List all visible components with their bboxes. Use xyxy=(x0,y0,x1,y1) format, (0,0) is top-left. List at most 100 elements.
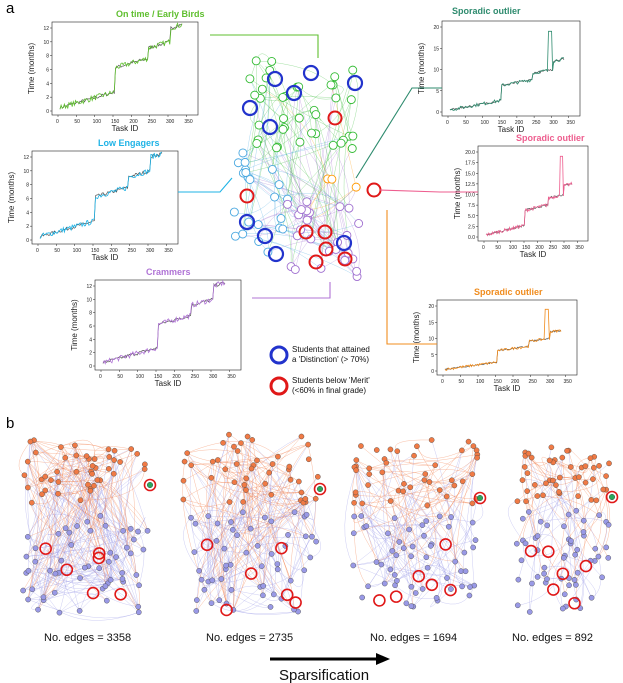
network-node xyxy=(559,454,566,461)
network-node xyxy=(243,487,249,493)
below-merit-ring xyxy=(337,251,353,267)
network-node xyxy=(423,554,430,561)
x-tick-label: 200 xyxy=(511,379,520,385)
network-node xyxy=(180,477,187,484)
network-node xyxy=(96,565,102,572)
network-node xyxy=(574,546,581,553)
x-tick-label: 100 xyxy=(73,248,82,254)
network-node xyxy=(107,549,114,556)
network-node xyxy=(524,488,530,494)
network-node xyxy=(226,499,233,505)
network-node xyxy=(241,482,248,488)
network-node xyxy=(513,540,520,547)
legend-below-merit-marker xyxy=(269,376,289,396)
network-node xyxy=(234,532,240,539)
network-node xyxy=(227,561,234,568)
network-node xyxy=(32,449,39,456)
network-node xyxy=(543,480,549,487)
network-node xyxy=(403,600,410,607)
network-node xyxy=(28,499,35,506)
legend-distinction-line1: Students that attained xyxy=(292,345,370,354)
network-node xyxy=(267,604,274,610)
network-node xyxy=(580,517,587,524)
network-node xyxy=(346,95,356,105)
distinction-ring xyxy=(267,245,285,263)
network-node xyxy=(328,140,338,150)
network-node xyxy=(462,568,469,575)
network-node xyxy=(302,215,312,225)
network-node xyxy=(229,526,236,533)
highlight-ring xyxy=(280,588,294,602)
below-merit-ring xyxy=(327,110,343,126)
x-tick-label: 300 xyxy=(562,245,571,251)
network-node xyxy=(128,446,134,452)
network-node xyxy=(576,474,582,480)
x-tick-label: 350 xyxy=(567,120,576,126)
network-node xyxy=(550,477,556,484)
network-node xyxy=(214,520,221,527)
network-node xyxy=(327,174,337,184)
connector-lines xyxy=(178,34,478,345)
network-node xyxy=(228,519,234,525)
x-tick-label: 250 xyxy=(148,119,157,125)
network-node xyxy=(401,481,407,487)
x-tick-label: 200 xyxy=(172,374,181,380)
network-node xyxy=(188,462,194,468)
y-tick-label: 0 xyxy=(436,110,439,116)
network-node xyxy=(240,157,250,167)
y-tick-label: 6 xyxy=(46,68,49,74)
network-node xyxy=(267,56,277,66)
network-node xyxy=(344,203,354,213)
network-node xyxy=(258,563,265,569)
network-node xyxy=(423,518,430,524)
legend: Students that attained a 'Distinction' (… xyxy=(269,345,370,396)
network-node xyxy=(106,558,112,565)
network-node xyxy=(305,441,311,448)
plot-title: Sporadic outlier xyxy=(516,133,585,143)
network-node xyxy=(600,486,607,493)
y-tick-label: 0 xyxy=(89,364,92,370)
network-node xyxy=(561,523,567,530)
network-node xyxy=(83,453,90,459)
y-tick-label: 0.0 xyxy=(468,235,475,241)
network-1-caption: No. edges = 3358 xyxy=(44,632,131,644)
network-node xyxy=(62,454,69,461)
network-node xyxy=(25,567,32,574)
y-tick-label: 20 xyxy=(433,25,439,31)
network-node xyxy=(54,468,60,475)
x-tick-label: 150 xyxy=(494,379,503,385)
network-node xyxy=(111,447,118,454)
network-node xyxy=(24,534,31,540)
network-node xyxy=(366,471,373,477)
network-node xyxy=(68,542,75,548)
network-2-caption: No. edges = 2735 xyxy=(206,632,293,644)
network-node xyxy=(335,202,345,212)
network-node xyxy=(188,514,194,521)
network-4-caption: No. edges = 892 xyxy=(512,632,593,644)
network-node xyxy=(25,484,31,491)
network-node xyxy=(244,433,251,440)
legend-distinction-marker xyxy=(269,345,289,365)
network-node xyxy=(379,469,386,476)
distinction-ring xyxy=(266,70,284,88)
network-node xyxy=(124,544,130,551)
network-node xyxy=(419,586,426,592)
network-node xyxy=(383,460,390,466)
network-node xyxy=(424,502,431,509)
network-node xyxy=(74,523,80,529)
network-node xyxy=(209,458,216,465)
x-tick-label: 200 xyxy=(535,245,544,251)
plot-title: Crammers xyxy=(146,267,191,277)
network-node xyxy=(271,591,277,598)
network-node xyxy=(209,577,216,584)
network-node xyxy=(391,515,398,521)
x-axis-label: Task ID xyxy=(520,250,547,259)
x-tick-label: 100 xyxy=(476,379,485,385)
below-merit-ring xyxy=(366,182,382,198)
network-node xyxy=(358,443,364,449)
y-tick-label: 0 xyxy=(431,369,434,375)
network-node xyxy=(472,537,479,543)
network-node xyxy=(77,575,83,581)
